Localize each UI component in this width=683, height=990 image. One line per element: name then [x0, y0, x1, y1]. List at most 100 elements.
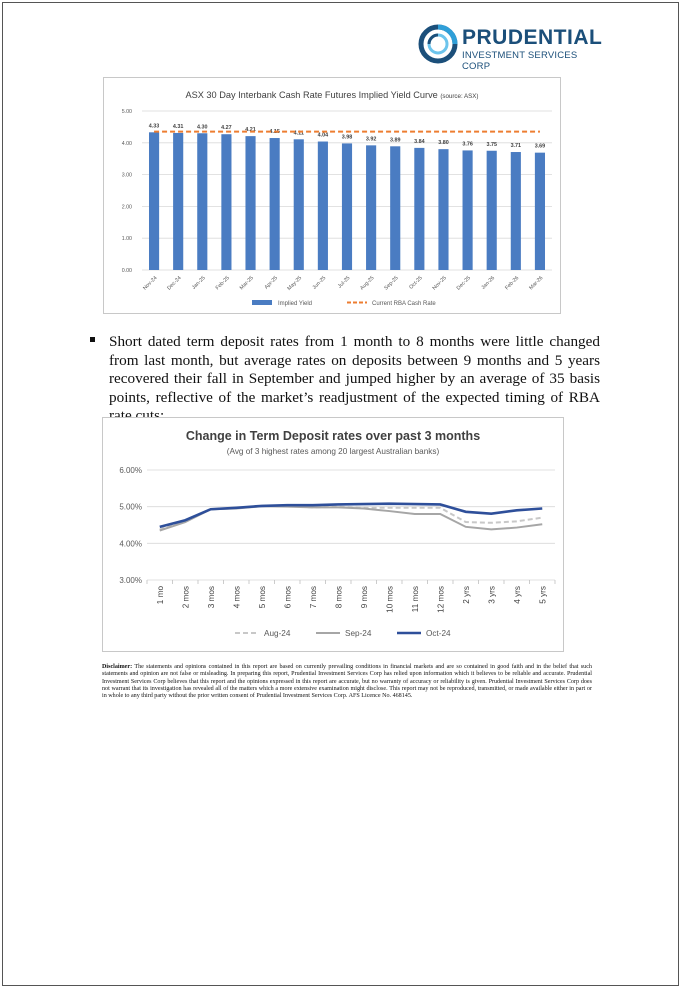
x-tick-label: 10 mos: [385, 586, 394, 613]
x-tick-label: 5 mos: [258, 586, 267, 608]
x-tick-label: 8 mos: [334, 586, 343, 608]
chart-subtitle: (Avg of 3 highest rates among 20 largest…: [227, 447, 440, 456]
data-label: 3.89: [390, 137, 401, 143]
bar-implied-yield: [173, 132, 184, 270]
bar-implied-yield: [148, 132, 160, 270]
x-tick-label: 11 mos: [411, 586, 420, 612]
term-deposit-chart-svg: Change in Term Deposit rates over past 3…: [119, 429, 556, 638]
y-tick-label: 4.00: [122, 141, 132, 147]
company-logo: PRUDENTIAL INVESTMENT SERVICES CORP: [418, 22, 602, 72]
x-tick-label: Feb-26: [504, 275, 520, 291]
legend-label-sep-24: Sep-24: [345, 629, 372, 638]
x-tick-label: May-25: [286, 275, 303, 292]
data-label: 4.27: [221, 125, 232, 131]
data-label: 4.11: [294, 130, 304, 136]
bar-implied-yield: [341, 143, 353, 270]
bar-implied-yield: [269, 138, 280, 270]
bar-implied-yield: [245, 136, 256, 270]
x-tick-label: Aug-25: [359, 275, 375, 291]
disclaimer-text: The statements and opinions contained in…: [102, 664, 592, 700]
data-label: 3.80: [438, 140, 449, 146]
x-tick-label: Nov-24: [142, 275, 158, 291]
y-tick-label: 5.00%: [119, 503, 142, 512]
yield-curve-chart: ASX 30 Day Interbank Cash Rate Futures I…: [103, 77, 561, 314]
x-tick-label: 1 mo: [156, 586, 165, 605]
bar-implied-yield: [221, 134, 232, 270]
x-tick-label: Jul-25: [337, 275, 351, 289]
y-tick-label: 1.00: [122, 236, 132, 242]
x-tick-label: 5 yrs: [538, 586, 547, 604]
x-tick-label: 3 yrs: [487, 586, 496, 604]
chart-title-main: ASX 30 Day Interbank Cash Rate Futures I…: [186, 90, 441, 100]
data-label: 3.84: [414, 139, 425, 145]
legend-label-implied-yield: Implied Yield: [278, 301, 312, 307]
logo-swirl-icon: [418, 24, 458, 64]
data-label: 4.21: [245, 127, 256, 133]
x-tick-label: Jan-25: [191, 275, 207, 291]
bar-implied-yield: [438, 149, 449, 270]
bar-implied-yield: [366, 145, 377, 270]
y-tick-label: 3.00%: [119, 576, 142, 585]
legend-label-aug-24: Aug-24: [264, 629, 291, 638]
data-label: 3.76: [462, 141, 473, 147]
disclaimer: Disclaimer: The statements and opinions …: [102, 664, 592, 700]
bar-implied-yield: [462, 150, 473, 270]
bar-implied-yield: [486, 150, 497, 270]
x-tick-label: 7 mos: [309, 586, 318, 608]
x-tick-label: Sep-25: [383, 275, 399, 291]
x-tick-label: Apr-25: [264, 275, 280, 291]
y-tick-label: 6.00%: [119, 466, 142, 475]
x-tick-label: 4 yrs: [513, 586, 522, 604]
x-tick-label: 9 mos: [360, 586, 369, 608]
bar-implied-yield: [197, 133, 208, 270]
term-deposit-chart: Change in Term Deposit rates over past 3…: [102, 417, 564, 652]
bar-implied-yield: [293, 139, 304, 270]
legend-label-rba-cash-rate: Current RBA Cash Rate: [372, 301, 436, 307]
data-label: 3.75: [486, 142, 497, 148]
data-label: 4.31: [173, 124, 184, 130]
logo-tagline: INVESTMENT SERVICES CORP: [462, 50, 578, 72]
logo-name: PRUDENTIAL: [462, 26, 603, 49]
chart-title: ASX 30 Day Interbank Cash Rate Futures I…: [186, 90, 479, 100]
bar-implied-yield: [534, 152, 546, 270]
disclaimer-label: Disclaimer:: [102, 664, 133, 670]
bar-implied-yield: [390, 146, 401, 270]
x-tick-label: 3 mos: [207, 586, 216, 608]
data-label: 3.71: [511, 143, 521, 149]
y-tick-label: 4.00%: [119, 539, 142, 548]
x-tick-label: 2 yrs: [462, 586, 471, 604]
y-tick-label: 0.00: [122, 268, 132, 274]
data-label: 4.30: [197, 124, 208, 130]
x-tick-label: 12 mos: [436, 586, 445, 613]
legend-label-oct-24: Oct-24: [426, 629, 451, 638]
data-label: 3.69: [535, 144, 546, 150]
data-label: 4.04: [318, 133, 329, 139]
x-tick-label: Jun-25: [312, 275, 328, 291]
data-label: 3.98: [342, 134, 353, 140]
x-tick-label: Feb-25: [215, 275, 231, 291]
x-tick-label: 4 mos: [232, 586, 241, 608]
x-tick-label: Mar-25: [239, 275, 255, 291]
x-tick-label: Jan-26: [480, 275, 496, 291]
chart-subtitle: (source: ASX): [440, 93, 478, 100]
x-tick-label: Mar-26: [528, 275, 544, 291]
bar-implied-yield: [317, 141, 328, 270]
x-tick-label: Dec-24: [166, 275, 182, 291]
x-tick-label: 6 mos: [283, 586, 292, 608]
data-label: 4.33: [149, 123, 160, 129]
legend-swatch-implied-yield: [252, 300, 272, 305]
bullet-paragraph: Short dated term deposit rates from 1 mo…: [90, 333, 600, 426]
data-label: 3.92: [366, 136, 377, 142]
chart-title: Change in Term Deposit rates over past 3…: [186, 429, 480, 443]
y-tick-label: 3.00: [122, 173, 132, 179]
x-tick-label: Nov-25: [432, 275, 448, 291]
x-tick-label: Oct-25: [408, 275, 424, 291]
y-tick-label: 5.00: [122, 109, 132, 115]
bar-implied-yield: [510, 152, 521, 270]
bar-implied-yield: [414, 147, 425, 270]
y-tick-label: 2.00: [122, 204, 132, 210]
yield-curve-chart-svg: ASX 30 Day Interbank Cash Rate Futures I…: [122, 90, 552, 307]
x-tick-label: Dec-25: [456, 275, 472, 291]
bullet-square-icon: [90, 337, 95, 342]
